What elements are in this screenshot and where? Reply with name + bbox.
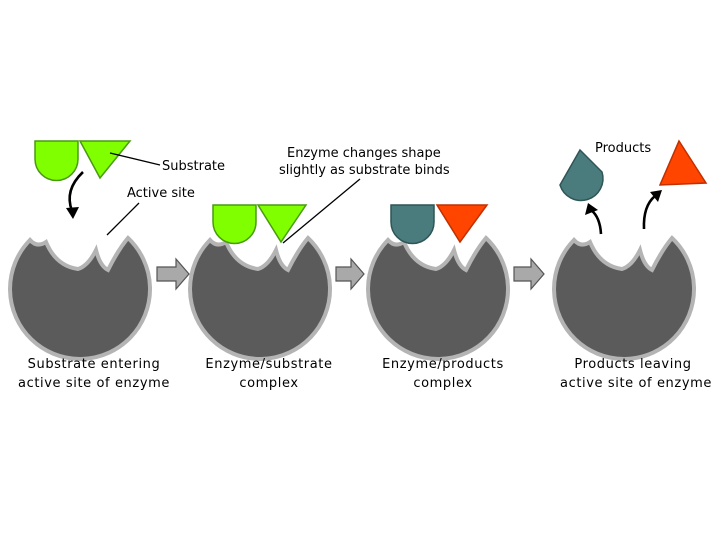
bound-substrate-semicircle-shape xyxy=(212,204,257,245)
stage-3-caption-line1: Enzyme/products xyxy=(382,357,504,372)
stage-4-caption-line1: Products leaving xyxy=(574,357,691,372)
enzyme-2 xyxy=(188,236,333,361)
substrate-label: Substrate xyxy=(162,159,225,174)
process-arrow-2 xyxy=(335,257,365,291)
active-site-label: Active site xyxy=(127,186,195,201)
entering-arrow-icon xyxy=(68,171,84,212)
enzyme-1 xyxy=(8,236,153,361)
stage-1-caption-line1: Substrate entering xyxy=(28,357,161,372)
enzyme-changes-label-line2: slightly as substrate binds xyxy=(279,163,450,178)
stage-2-caption-line2: complex xyxy=(239,376,298,391)
leaving-arrowhead-left-icon xyxy=(585,203,598,215)
enzyme-changes-label-line1: Enzyme changes shape xyxy=(287,146,441,161)
bound-substrate-triangle-shape xyxy=(256,204,308,244)
product-red-free-shape xyxy=(658,139,708,186)
products-label: Products xyxy=(595,141,651,156)
stage-4-caption-line2: active site of enzyme xyxy=(560,376,712,391)
substrate-triangle-shape xyxy=(78,140,132,180)
enzyme-3 xyxy=(366,236,511,361)
leaving-arrow-left-icon xyxy=(590,208,603,235)
product-red-bound-shape xyxy=(435,204,489,244)
leaving-arrowhead-right-icon xyxy=(650,190,662,202)
stage-2-caption-line1: Enzyme/substrate xyxy=(205,357,332,372)
product-teal-bound-shape xyxy=(390,204,435,245)
process-arrow-1 xyxy=(156,257,190,291)
substrate-semicircle-shape xyxy=(34,140,79,182)
entering-arrowhead-icon xyxy=(66,207,79,219)
process-arrow-3 xyxy=(513,257,545,291)
enzyme-4 xyxy=(552,236,697,361)
substrate-pointer-line xyxy=(109,152,161,166)
leaving-arrow-right-icon xyxy=(642,195,656,230)
stage-1-caption-line2: active site of enzyme xyxy=(18,376,170,391)
product-teal-free-shape xyxy=(559,148,604,202)
stage-3-caption-line2: complex xyxy=(413,376,472,391)
active-site-pointer-line xyxy=(106,202,140,236)
enzyme-changes-pointer-line xyxy=(282,178,361,244)
